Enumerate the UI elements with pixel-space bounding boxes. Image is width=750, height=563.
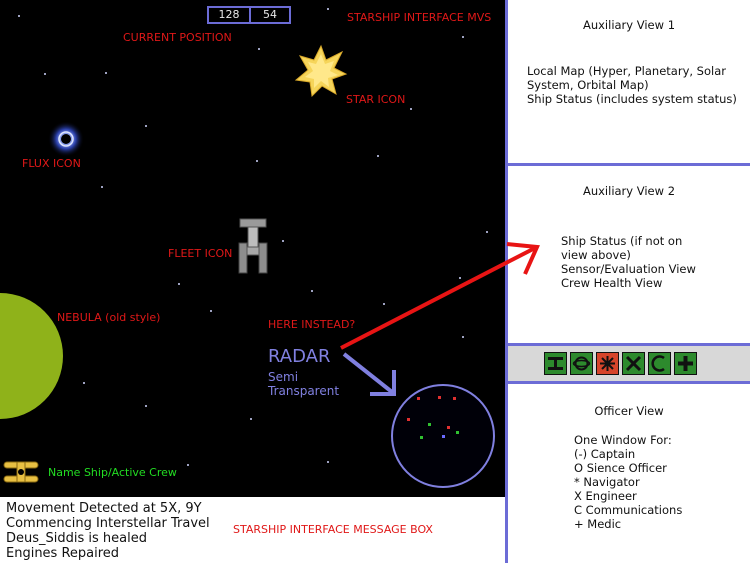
star-dot (282, 240, 284, 242)
officer-title: Officer View (594, 404, 664, 418)
fleet-icon[interactable] (237, 217, 269, 275)
aux2-title: Auxiliary View 2 (582, 184, 676, 198)
star-icon-label: STAR ICON (346, 93, 406, 106)
fleet-icon-label: FLEET ICON (168, 247, 233, 260)
divider-left (505, 0, 508, 563)
star-dot (105, 72, 107, 74)
star-dot (383, 303, 385, 305)
annotation-arrow-icon (340, 242, 540, 350)
star-dot (44, 73, 46, 75)
officer-line: + Medic (574, 517, 622, 531)
aux1-line: System, Orbital Map) (527, 78, 649, 92)
space-view[interactable]: 128 54 STARSHIP INTERFACE MVS CURRENT PO… (0, 0, 505, 497)
navigator-icon (600, 356, 615, 371)
aux2-line: view above) (561, 248, 631, 262)
aux2-line: Crew Health View (561, 276, 663, 290)
engineer-icon (625, 355, 642, 372)
star-dot (327, 8, 329, 10)
coordinate-y: 54 (249, 6, 291, 24)
star-dot (410, 108, 412, 110)
message-line: Movement Detected at 5X, 9Y (6, 501, 202, 516)
message-box: Movement Detected at 5X, 9Y Commencing I… (0, 497, 505, 563)
message-line: Deus_Siddis is healed (6, 531, 147, 546)
star-dot (377, 155, 379, 157)
nebula-icon[interactable] (0, 293, 63, 419)
aux1-line: Local Map (Hyper, Planetary, Solar (527, 64, 726, 78)
communications-button[interactable] (648, 352, 671, 375)
divider (505, 163, 750, 166)
star-dot (178, 283, 180, 285)
star-dot (462, 336, 464, 338)
officer-line: C Communications (574, 503, 683, 517)
captain-icon[interactable] (2, 458, 40, 486)
window-title: STARSHIP INTERFACE MVS (347, 11, 492, 24)
ship-name-label[interactable]: Name Ship/Active Crew (48, 466, 177, 479)
star-dot (83, 382, 85, 384)
current-position-label: CURRENT POSITION (123, 31, 232, 44)
officer-line: (-) Captain (574, 447, 636, 461)
aux1-title: Auxiliary View 1 (582, 18, 676, 32)
star-dot (187, 464, 189, 466)
officer-line: O Sience Officer (574, 461, 667, 475)
medic-button[interactable] (674, 352, 697, 375)
star-dot (250, 418, 252, 420)
star-icon[interactable] (294, 44, 348, 98)
star-dot (101, 186, 103, 188)
aux1-line: Ship Status (includes system status) (527, 92, 737, 106)
engineer-button[interactable] (622, 352, 645, 375)
communications-icon (651, 355, 665, 372)
auxiliary-view-2[interactable]: Auxiliary View 2 Ship Status (if not on … (508, 166, 750, 343)
divider (505, 381, 750, 384)
star-dot (459, 277, 461, 279)
aux2-line: Sensor/Evaluation View (561, 262, 696, 276)
captain-button[interactable] (544, 352, 567, 375)
star-dot (256, 160, 258, 162)
star-dot (145, 405, 147, 407)
star-dot (210, 310, 212, 312)
star-dot (462, 36, 464, 38)
here-instead-label: HERE INSTEAD? (268, 318, 356, 331)
captain-icon (548, 357, 563, 370)
officer-line: One Window For: (574, 433, 672, 447)
navigator-button[interactable] (596, 352, 619, 375)
officer-view[interactable]: Officer View One Window For: (-) Captain… (508, 384, 750, 563)
officer-line: * Navigator (574, 475, 640, 489)
aux2-line: Ship Status (if not on (561, 234, 683, 248)
radar-subtitle-1: Semi (268, 370, 299, 384)
science-button[interactable] (570, 352, 593, 375)
message-box-label: STARSHIP INTERFACE MESSAGE BOX (233, 523, 433, 536)
star-dot (311, 290, 313, 292)
radar-title: RADAR (268, 346, 331, 367)
coordinate-readout: 128 54 (207, 6, 291, 24)
radar-subtitle-2: Transparent (268, 384, 340, 398)
coordinate-x: 128 (207, 6, 251, 24)
flux-icon[interactable] (48, 121, 84, 157)
arrow-icon (342, 352, 396, 396)
star-dot (486, 231, 488, 233)
officer-line: X Engineer (574, 489, 637, 503)
science-icon (572, 356, 591, 371)
side-panel (505, 0, 750, 563)
message-line: Engines Repaired (6, 546, 120, 561)
star-dot (258, 48, 260, 50)
message-line: Commencing Interstellar Travel (6, 516, 210, 531)
auxiliary-view-1[interactable]: Auxiliary View 1 Local Map (Hyper, Plane… (508, 0, 750, 163)
star-dot (327, 461, 329, 463)
star-dot (18, 15, 20, 17)
star-dot (145, 125, 147, 127)
medic-icon (678, 356, 693, 371)
nebula-label: NEBULA (old style) (57, 311, 161, 324)
flux-icon-label: FLUX ICON (22, 157, 81, 170)
radar-display[interactable] (390, 383, 496, 489)
divider (505, 343, 750, 346)
